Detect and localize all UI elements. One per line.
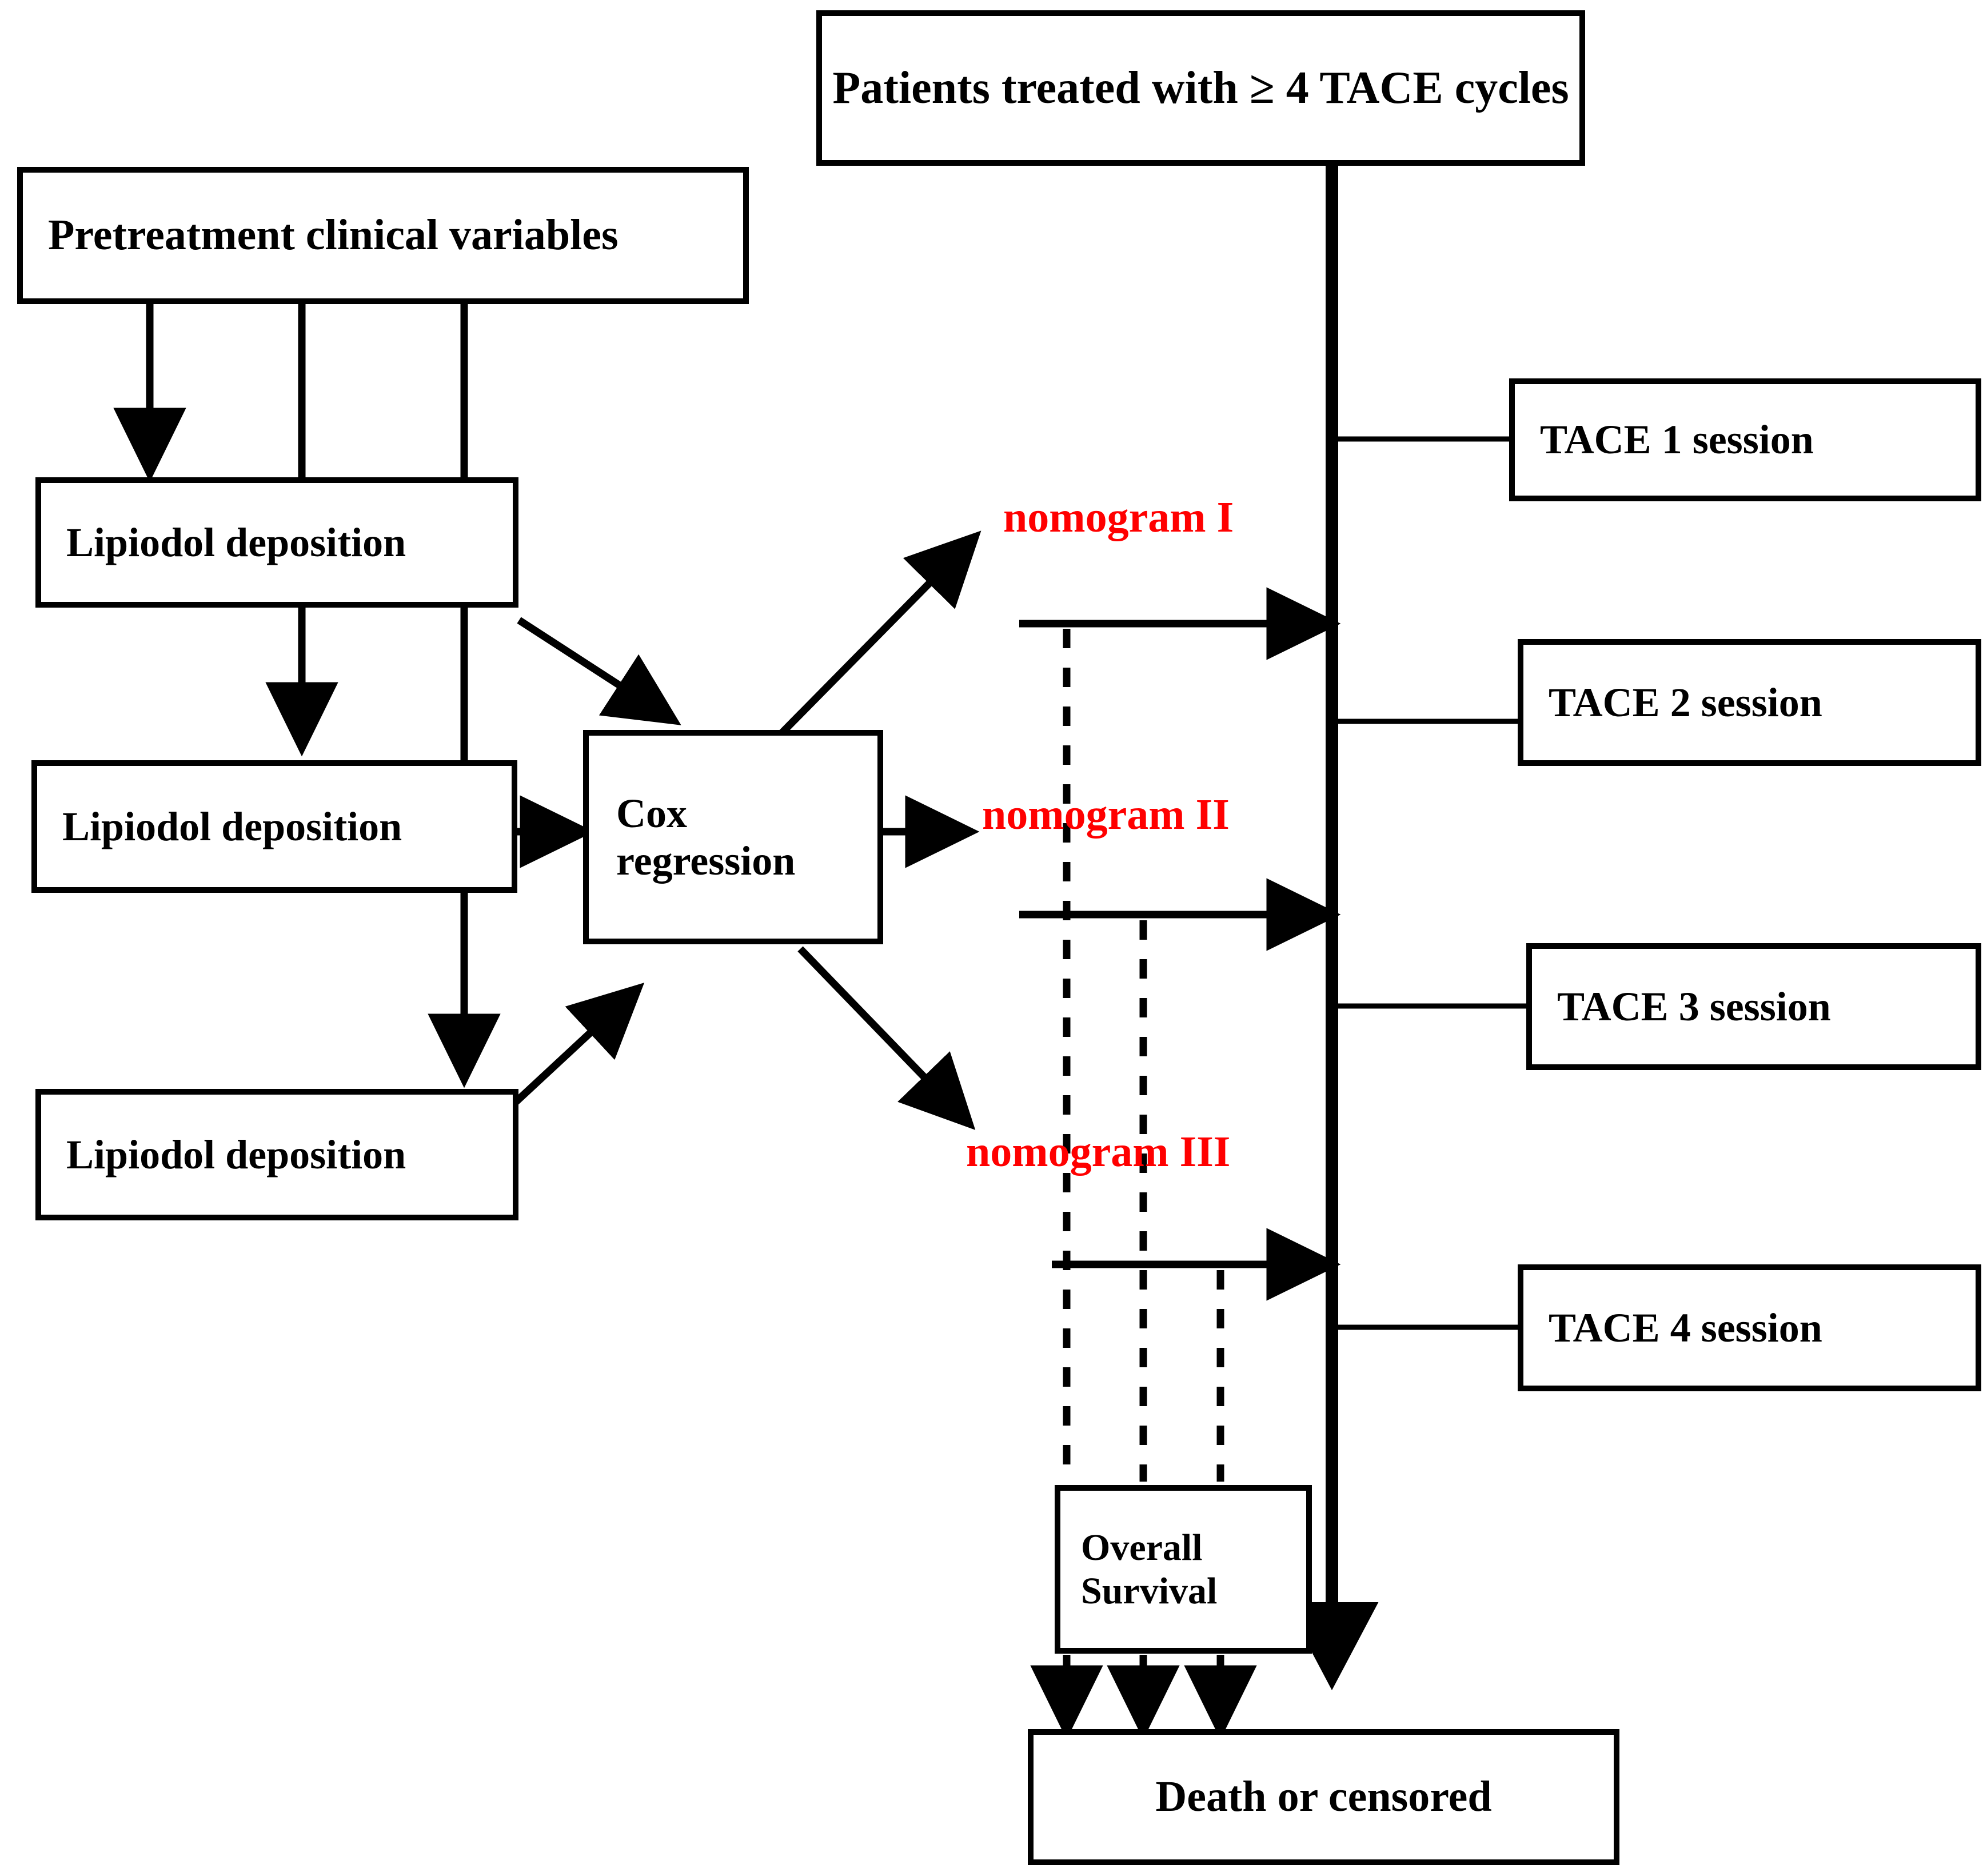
box-tace-4-session: TACE 4 session: [1518, 1264, 1981, 1391]
box-tace-1-session: TACE 1 session: [1509, 378, 1981, 501]
tace-3-label: TACE 3 session: [1557, 983, 1831, 1029]
box-lipiodol-deposition-1: Lipiodol deposition: [35, 477, 518, 608]
lipiodol-2-label: Lipiodol deposition: [62, 803, 402, 849]
pretreatment-label: Pretreatment clinical variables: [48, 211, 619, 260]
overall-survival-label-line2: Survival: [1081, 1570, 1218, 1612]
box-overall-survival: Overall Survival: [1055, 1485, 1312, 1654]
box-cox-regression: Cox regression: [583, 730, 883, 944]
box-lipiodol-deposition-3: Lipiodol deposition: [35, 1089, 518, 1220]
nomogram-1-label: nomogram I: [1003, 493, 1234, 541]
box-tace-2-session: TACE 2 session: [1518, 639, 1981, 766]
wire-lipiodol1-to-cox: [517, 617, 681, 725]
wire-cox-to-nomogram1: [775, 530, 981, 740]
box-pretreatment-clinical-variables: Pretreatment clinical variables: [17, 167, 749, 304]
title-box-patients-treated: Patients treated with ≥ 4 TACE cycles: [816, 10, 1585, 166]
tace-1-label: TACE 1 session: [1540, 417, 1814, 463]
nomogram-2-label: nomogram II: [982, 791, 1230, 839]
tace-4-label: TACE 4 session: [1549, 1304, 1822, 1351]
box-death-or-censored: Death or censored: [1028, 1729, 1619, 1865]
cox-regression-label-line1: Cox: [616, 790, 687, 836]
wire-cox-to-nomogram3: [797, 946, 976, 1130]
lipiodol-1-label: Lipiodol deposition: [66, 519, 406, 565]
overall-survival-label-line1: Overall: [1081, 1526, 1203, 1568]
title-box-label: Patients treated with ≥ 4 TACE cycles: [832, 63, 1569, 113]
box-tace-3-session: TACE 3 session: [1526, 943, 1981, 1070]
death-or-censored-label: Death or censored: [1155, 1773, 1492, 1821]
box-lipiodol-deposition-2: Lipiodol deposition: [31, 760, 517, 893]
wire-lipiodol3-to-cox: [512, 983, 645, 1106]
lipiodol-3-label: Lipiodol deposition: [66, 1131, 406, 1178]
tace-2-label: TACE 2 session: [1549, 679, 1822, 725]
nomogram-3-label: nomogram III: [966, 1128, 1231, 1176]
cox-regression-label-line2: regression: [616, 837, 796, 884]
